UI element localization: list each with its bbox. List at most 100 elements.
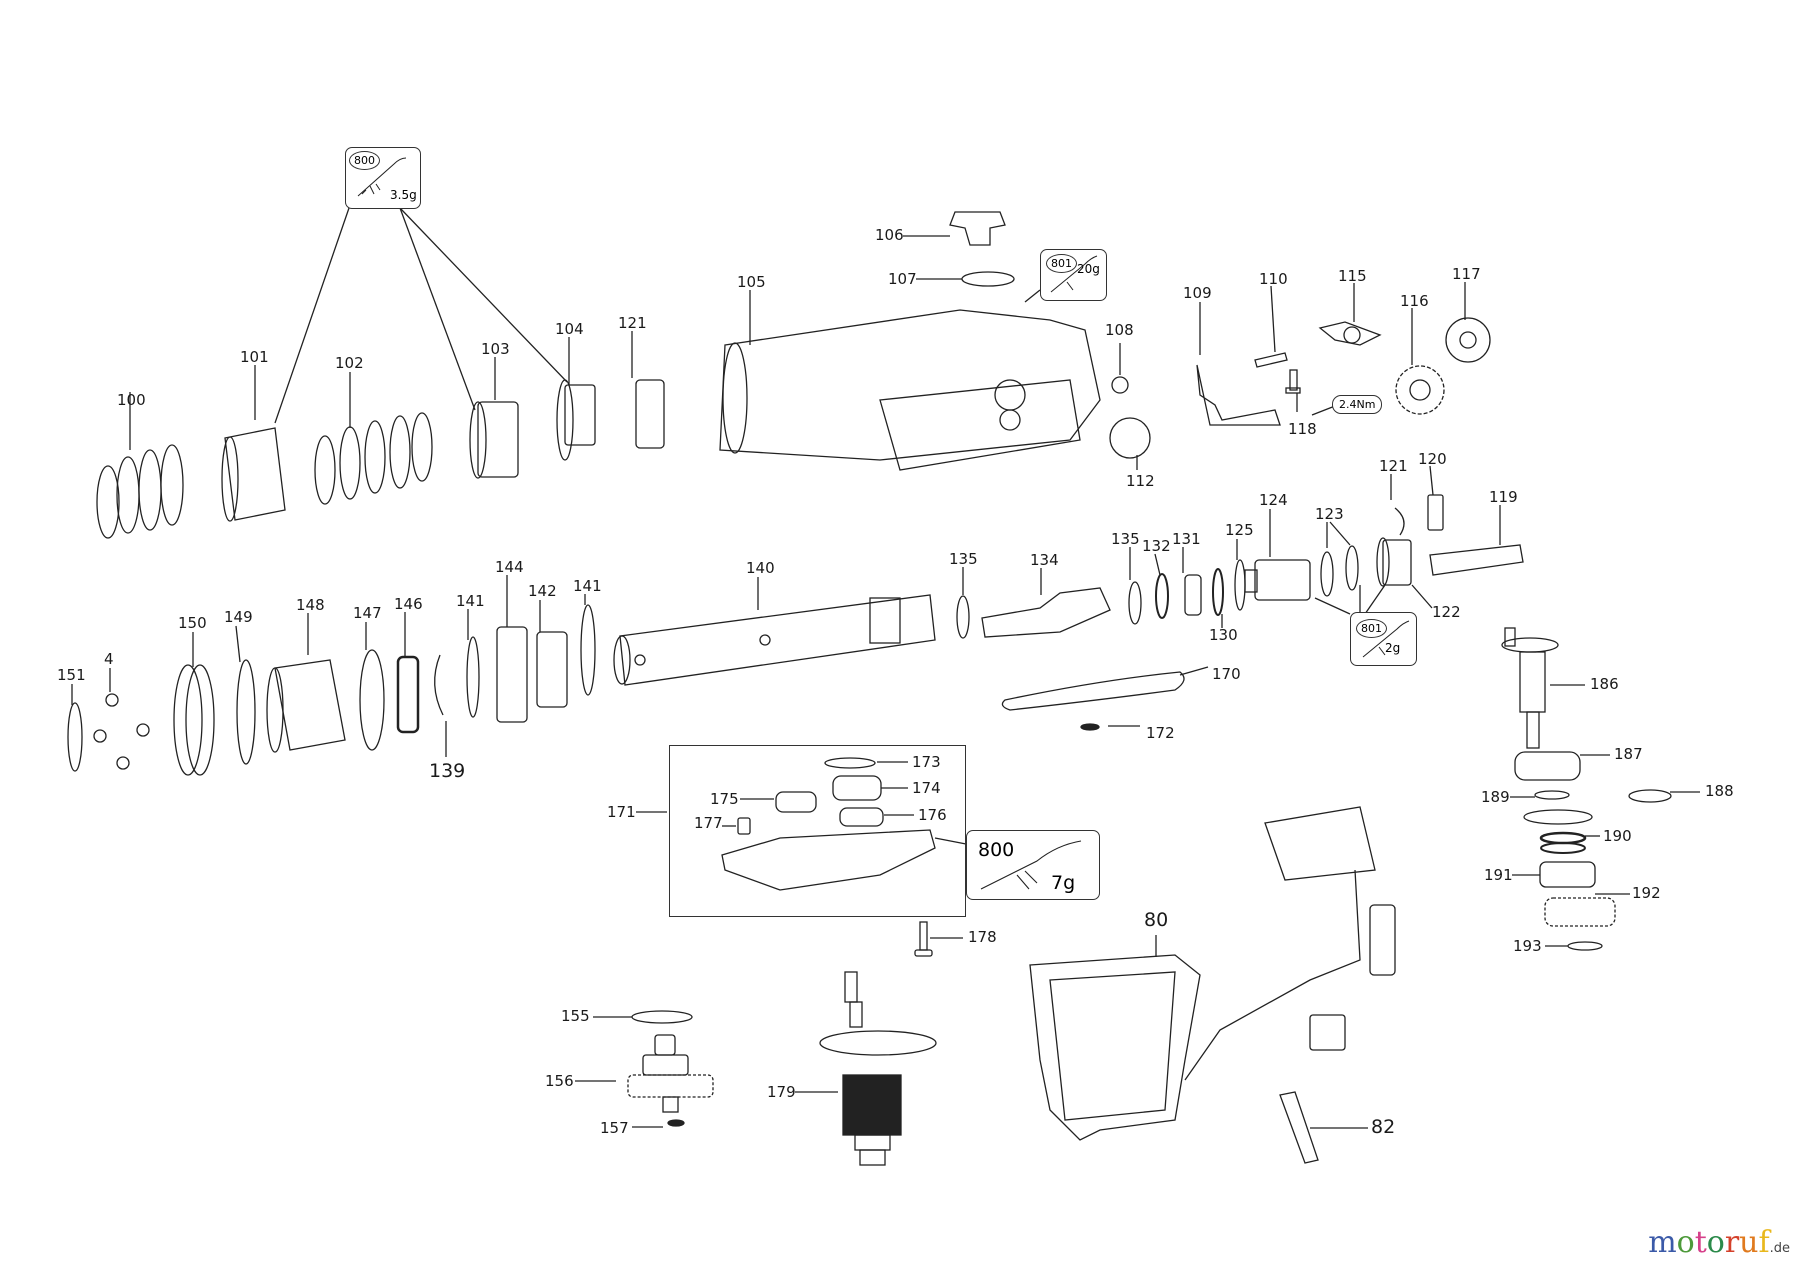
leader-line [1154, 553, 1161, 576]
part-label-135: 135 [949, 550, 978, 568]
part-label-155: 155 [561, 1007, 590, 1025]
washer-149-icon [236, 659, 256, 765]
screw-178-icon [914, 921, 963, 957]
leader-line [1179, 666, 1209, 676]
piston-134-icon [981, 568, 1111, 638]
leader-line [1429, 465, 1434, 496]
part-label-120: 120 [1418, 450, 1447, 468]
part-label-118: 118 [1288, 420, 1317, 438]
logo-letter: o [1706, 1225, 1725, 1260]
spring-100-icon [96, 392, 184, 539]
part-label-139: 139 [429, 760, 466, 782]
washer-130-icon [1212, 568, 1224, 616]
part-label-144: 144 [495, 558, 524, 576]
leader-line [399, 207, 476, 411]
ring-132-icon [1155, 573, 1169, 619]
leader-line [1329, 521, 1351, 546]
grease-callout-800-3.5g: 800 3.5g [345, 147, 421, 209]
part-label-156: 156 [545, 1072, 574, 1090]
part-label-141: 141 [573, 577, 602, 595]
grease-gun-icon [980, 840, 1082, 890]
logo-letter: o [1676, 1225, 1695, 1260]
bushing-104-icon [556, 337, 596, 461]
knob-106-icon [903, 211, 1006, 246]
washer-172-icon [1080, 723, 1100, 731]
o-ring-155-icon [631, 1010, 693, 1024]
ring-112-icon [1109, 417, 1151, 459]
cam-115-icon [1318, 283, 1382, 346]
logo-letter: r [1724, 1225, 1740, 1260]
part-label-103: 103 [481, 340, 510, 358]
nut-146-icon [396, 655, 420, 734]
logo-letter: f [1758, 1225, 1770, 1260]
bushing-142-icon [536, 631, 568, 708]
part-label-121: 121 [1379, 457, 1408, 475]
grease-code: 801 [1046, 254, 1077, 273]
grease-code: 800 [978, 839, 1015, 861]
ball-108-icon [1111, 376, 1129, 394]
part-label-115: 115 [1338, 267, 1367, 285]
clutch-191-icon [1539, 861, 1596, 888]
part-label-135: 135 [1111, 530, 1140, 548]
part-label-100: 100 [117, 391, 146, 409]
part-label-101: 101 [240, 348, 269, 366]
part-label-157: 157 [600, 1119, 629, 1137]
shaft-186-icon [1501, 627, 1585, 749]
sleeve-177-icon [737, 817, 751, 835]
part-label-110: 110 [1259, 270, 1288, 288]
o-ring-151-icon [67, 702, 83, 772]
o-ring-123-icon [1320, 551, 1334, 597]
part-label-148: 148 [296, 596, 325, 614]
part-label-80: 80 [1144, 909, 1169, 931]
part-label-132: 132 [1142, 537, 1171, 555]
part-label-192: 192 [1632, 884, 1661, 902]
part-label-170: 170 [1212, 665, 1241, 683]
spring-190-icon [1539, 831, 1587, 845]
part-label-119: 119 [1489, 488, 1518, 506]
piston-122-icon [1376, 537, 1433, 609]
grease-amount: 7g [1051, 872, 1076, 894]
o-ring-135-icon [1128, 581, 1142, 625]
ring-121-icon [631, 331, 665, 449]
part-label-109: 109 [1183, 284, 1212, 302]
disk-117-icon [1445, 282, 1491, 363]
grease-code: 801 [1356, 619, 1387, 638]
screw-118-icon [1285, 369, 1336, 416]
part-label-151: 151 [57, 666, 86, 684]
motoruf-watermark-logo: motoruf.de [1648, 1225, 1790, 1260]
part-label-134: 134 [1030, 551, 1059, 569]
armature-179-icon [795, 971, 937, 1166]
grease-amount: 3.5g [390, 188, 417, 202]
spring-102-icon [314, 372, 433, 505]
washer-157-icon [667, 1119, 685, 1127]
part-label-174: 174 [912, 779, 941, 797]
part-label-150: 150 [178, 614, 207, 632]
kit-frame-171 [669, 745, 966, 917]
leader-line [1024, 289, 1041, 303]
part-label-121: 121 [618, 314, 647, 332]
part-label-188: 188 [1705, 782, 1734, 800]
part-label-173: 173 [912, 753, 941, 771]
motor-housing-80-icon [1029, 935, 1201, 1141]
o-ring-107-icon [961, 271, 1015, 287]
bearing-176-icon [839, 807, 884, 827]
bearing-144-icon [496, 626, 528, 723]
leader-line [1364, 584, 1386, 615]
part-label-179: 179 [767, 1083, 796, 1101]
grease-gun-icon [1362, 620, 1410, 658]
torque-callout-118: 2.4Nm [1332, 395, 1383, 414]
part-label-141: 141 [456, 592, 485, 610]
leader-line [274, 207, 350, 424]
part-label-176: 176 [918, 806, 947, 824]
part-label-142: 142 [528, 582, 557, 600]
part-label-125: 125 [1225, 521, 1254, 539]
washer-188-icon [1628, 789, 1672, 803]
pin-120-icon [1427, 494, 1444, 531]
gear-housing-105-icon [719, 290, 1101, 471]
part-label-112: 112 [1126, 472, 1155, 490]
part-label-147: 147 [353, 604, 382, 622]
grease-callout-801-20g: 801 20g [1040, 249, 1107, 301]
logo-letter: m [1648, 1225, 1677, 1260]
grease-gun-icon [1050, 255, 1098, 293]
link-119-icon [1429, 544, 1524, 576]
